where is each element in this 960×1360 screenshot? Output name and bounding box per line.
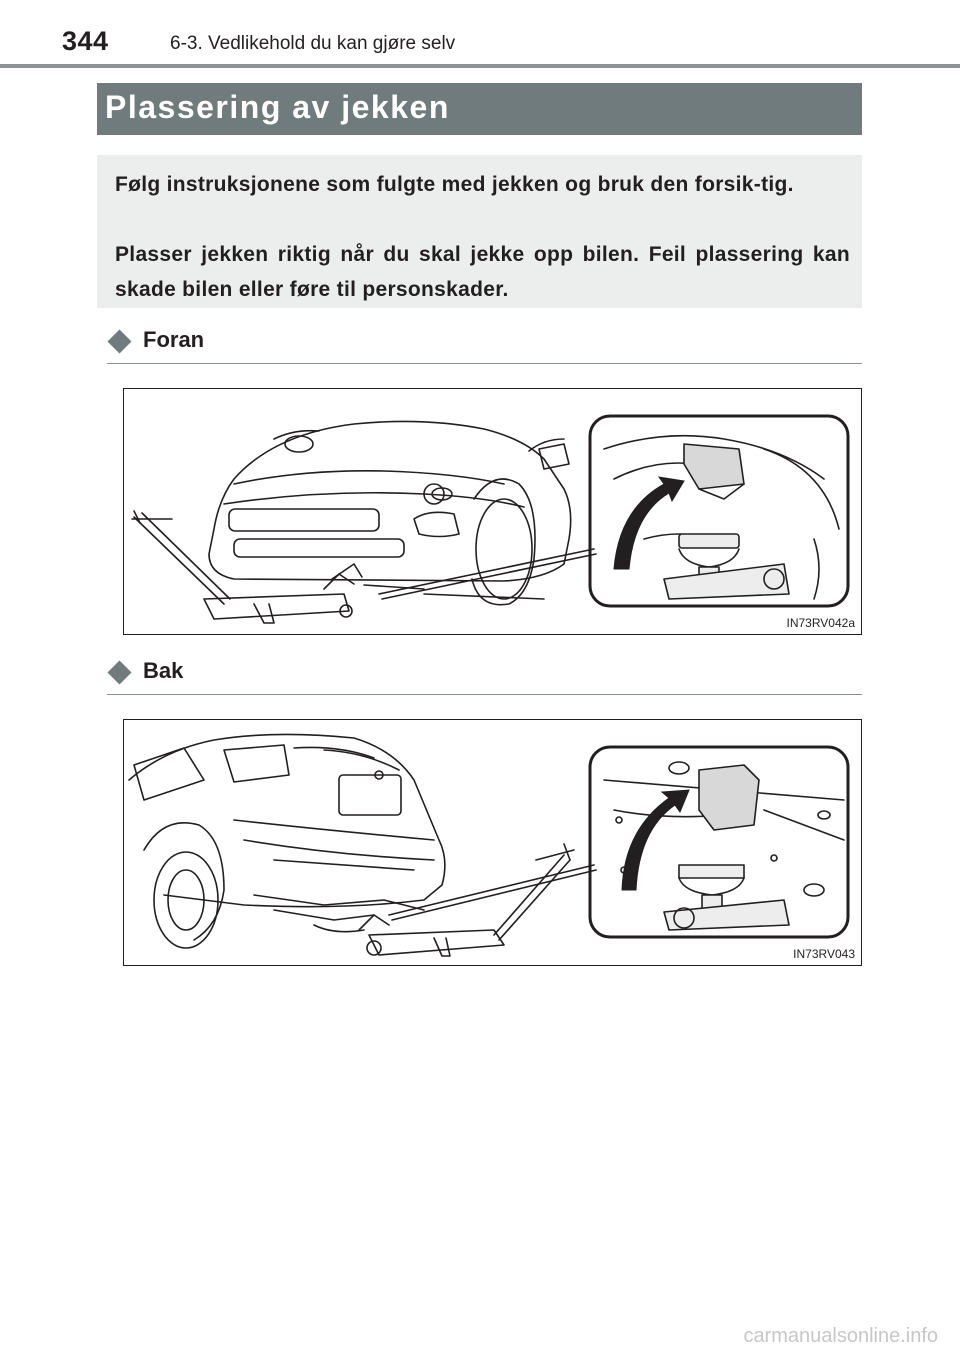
page-title: Plassering av jekken [105,89,450,125]
front-car-jack-illustration [131,414,850,624]
chapter-title: 6-3. Vedlikehold du kan gjøre selv [170,33,456,54]
intro-paragraph-1: Følg instruksjonene som fulgte med jekke… [115,173,794,196]
diamond-bullet-icon [107,660,132,685]
figure-front-jack: IN73RV042a [123,388,862,635]
section-heading-front: Foran [107,327,862,364]
intro-box: Følg instruksjonene som fulgte med jekke… [97,155,862,308]
section-title-bar: Plassering av jekken [97,83,862,135]
figure-code: IN73RV043 [793,947,855,961]
lift-point-arrow-icon [613,476,685,570]
intro-paragraph-2: Plasser jekken riktig når du skal jekke … [115,243,850,301]
watermark: carmanualsonline.info [743,1325,938,1347]
lift-point-arrow-icon [621,789,690,891]
rear-car-jack-illustration [128,733,850,957]
section-label-front: Foran [143,327,205,352]
section-label-rear: Bak [143,658,184,683]
section-heading-rear: Bak [107,658,862,695]
page-number: 344 [62,26,109,56]
figure-code: IN73RV042a [786,616,856,630]
figure-rear-jack: IN73RV043 [123,719,862,966]
page-header: 344 6-3. Vedlikehold du kan gjøre selv [0,0,960,70]
diamond-bullet-icon [107,329,132,354]
header-divider [0,64,960,68]
